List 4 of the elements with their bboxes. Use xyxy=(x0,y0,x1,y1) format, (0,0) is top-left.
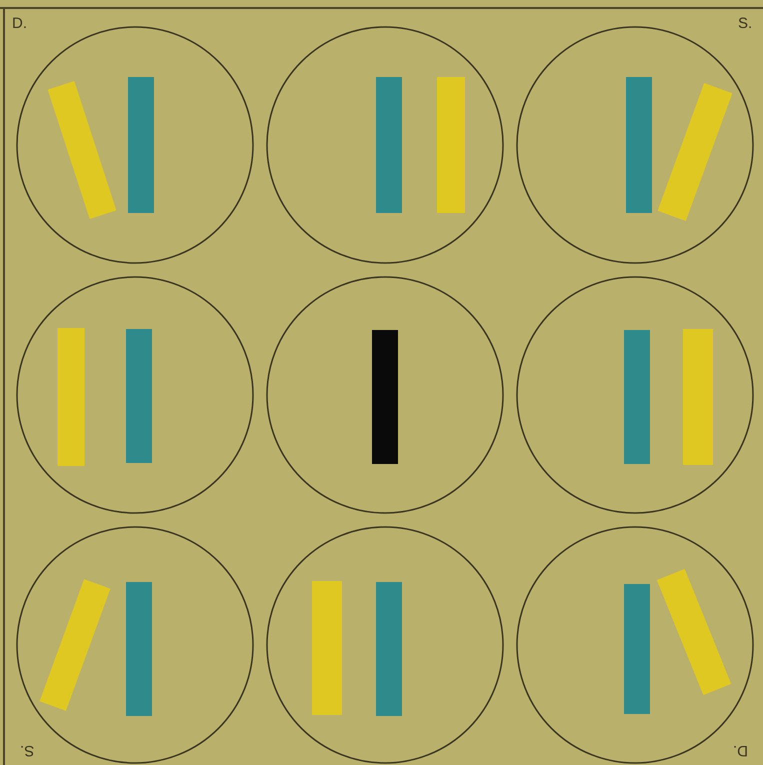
corner-label: S. xyxy=(20,742,34,758)
corner-label: D. xyxy=(12,16,27,32)
corner-label: D. xyxy=(733,742,748,758)
corner-label: S. xyxy=(738,16,752,32)
